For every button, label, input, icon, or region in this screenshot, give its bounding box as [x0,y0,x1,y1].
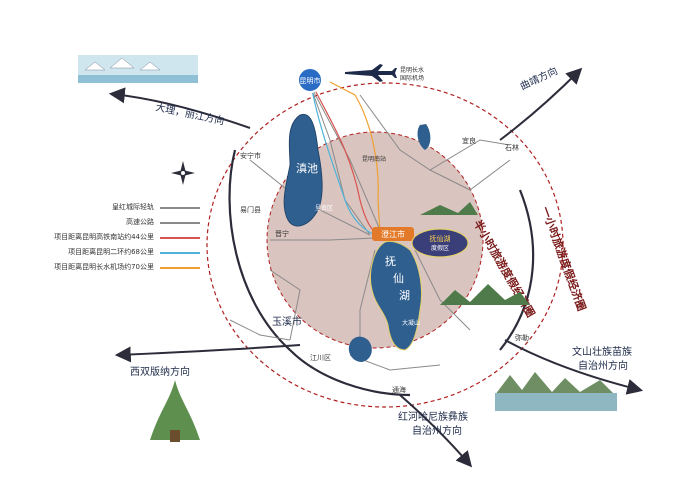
honghe-direction-label-1: 红河哈尼族彝族 [398,410,468,423]
dali-direction-label: 大理，丽江方向 [154,100,225,127]
legend-item: 高速公路 [20,218,200,227]
wenshan-direction-label-1: 文山壮族苗族 [572,345,632,358]
kunming-label: 昆明市 [300,76,321,85]
jinning-label: 晋宁 [275,229,289,238]
legend-swatch [160,237,200,239]
wenshan-direction-label-2: 自治州方向 [578,359,628,372]
legend-label: 高速公路 [126,218,154,226]
fuxian-scene-image [420,202,530,305]
airport-plane-icon [345,64,397,82]
project-badge-line2: 度假区 [431,244,449,252]
dianchi-lake [283,113,323,227]
airport-label-1: 昆明长水 [400,66,424,74]
highways [229,84,511,371]
chengjiang-label: 澄江市 [381,229,405,239]
dahui-label: 大凝山 [402,319,420,327]
xishuangbanna-direction-label: 西双版纳方向 [130,365,190,378]
legend-label: 项目距离昆明长水机场约70公里 [54,263,154,271]
kunming-marker [297,67,323,93]
one-hour-ring [206,82,564,408]
qujing-direction-label: 曲靖方向 [518,64,560,93]
yuxi-label: 玉溪市 [272,315,302,328]
legend-swatch [160,207,200,209]
legend-item: 项目距离昆明二环约68公里 [20,248,200,257]
airport-label-2: 国际机场 [400,74,424,82]
wenshan-scene-image [495,372,617,411]
kunming-south-label: 昆明南站 [362,155,386,163]
ring-road [228,149,291,351]
shilin-label: 石林 [505,143,519,152]
xingyun-lake [348,336,372,362]
yangzonghai-lake [417,124,431,150]
fuxian-lake [370,240,423,351]
honghe-direction-label-2: 自治州方向 [412,424,462,437]
legend-label: 项目距离昆明二环约68公里 [68,248,154,256]
ring-road-east [499,189,535,351]
honghe-direction-arrow [399,394,473,468]
legend-item: 项目距离昆明高铁南站约44公里 [20,233,200,242]
xishuangbanna-direction-arrow [114,344,301,363]
rail-red-route [314,89,381,237]
qujing-direction-arrow [499,67,583,141]
fuxianhu-label-2: 仙 [393,272,404,285]
legend-label: 项目距离昆明高铁南站约44公里 [54,233,154,241]
luxi-label: 弥勒 [515,333,529,342]
tonghai-label: 通海 [392,385,406,394]
legend-swatch [160,252,200,254]
jiangchuan-label: 江川区 [310,354,331,362]
dianchi-label: 滇池 [296,161,318,175]
wenshan-direction-arrow [504,339,644,395]
anning-label: 安宁市 [240,151,261,160]
project-badge-line1: 抚仙湖 [430,234,451,243]
fuxianhu-label-3: 湖 [399,289,410,302]
xishuangbanna-scene-image [150,380,200,442]
fuxianhu-label-1: 抚 [385,254,396,268]
legend-swatch [160,267,200,269]
legend-label: 皇红城际轻轨 [112,203,154,211]
chengjiang-marker [372,227,414,241]
rail-blue-route [311,89,379,237]
yimen-label: 易门县 [240,205,261,214]
one-hour-ring-label: 一小时旅游度假经济圈 [538,205,589,313]
legend: 皇红城际轻轨 高速公路 项目距离昆明高铁南站约44公里 项目距离昆明二环约68公… [20,203,200,278]
legend-item: 皇红城际轻轨 [20,203,200,212]
legend-swatch [160,222,200,224]
chenggong-label: 呈贡区 [315,205,333,212]
dali-scene-image [78,55,198,83]
project-badge [411,228,469,258]
rail-orange-route [329,81,381,235]
legend-item: 项目距离昆明长水机场约70公里 [20,263,200,272]
ring-road-south [289,349,411,397]
compass-icon [171,161,195,185]
dali-direction-arrow [108,87,251,129]
yiliang-label: 宜良 [462,136,476,145]
